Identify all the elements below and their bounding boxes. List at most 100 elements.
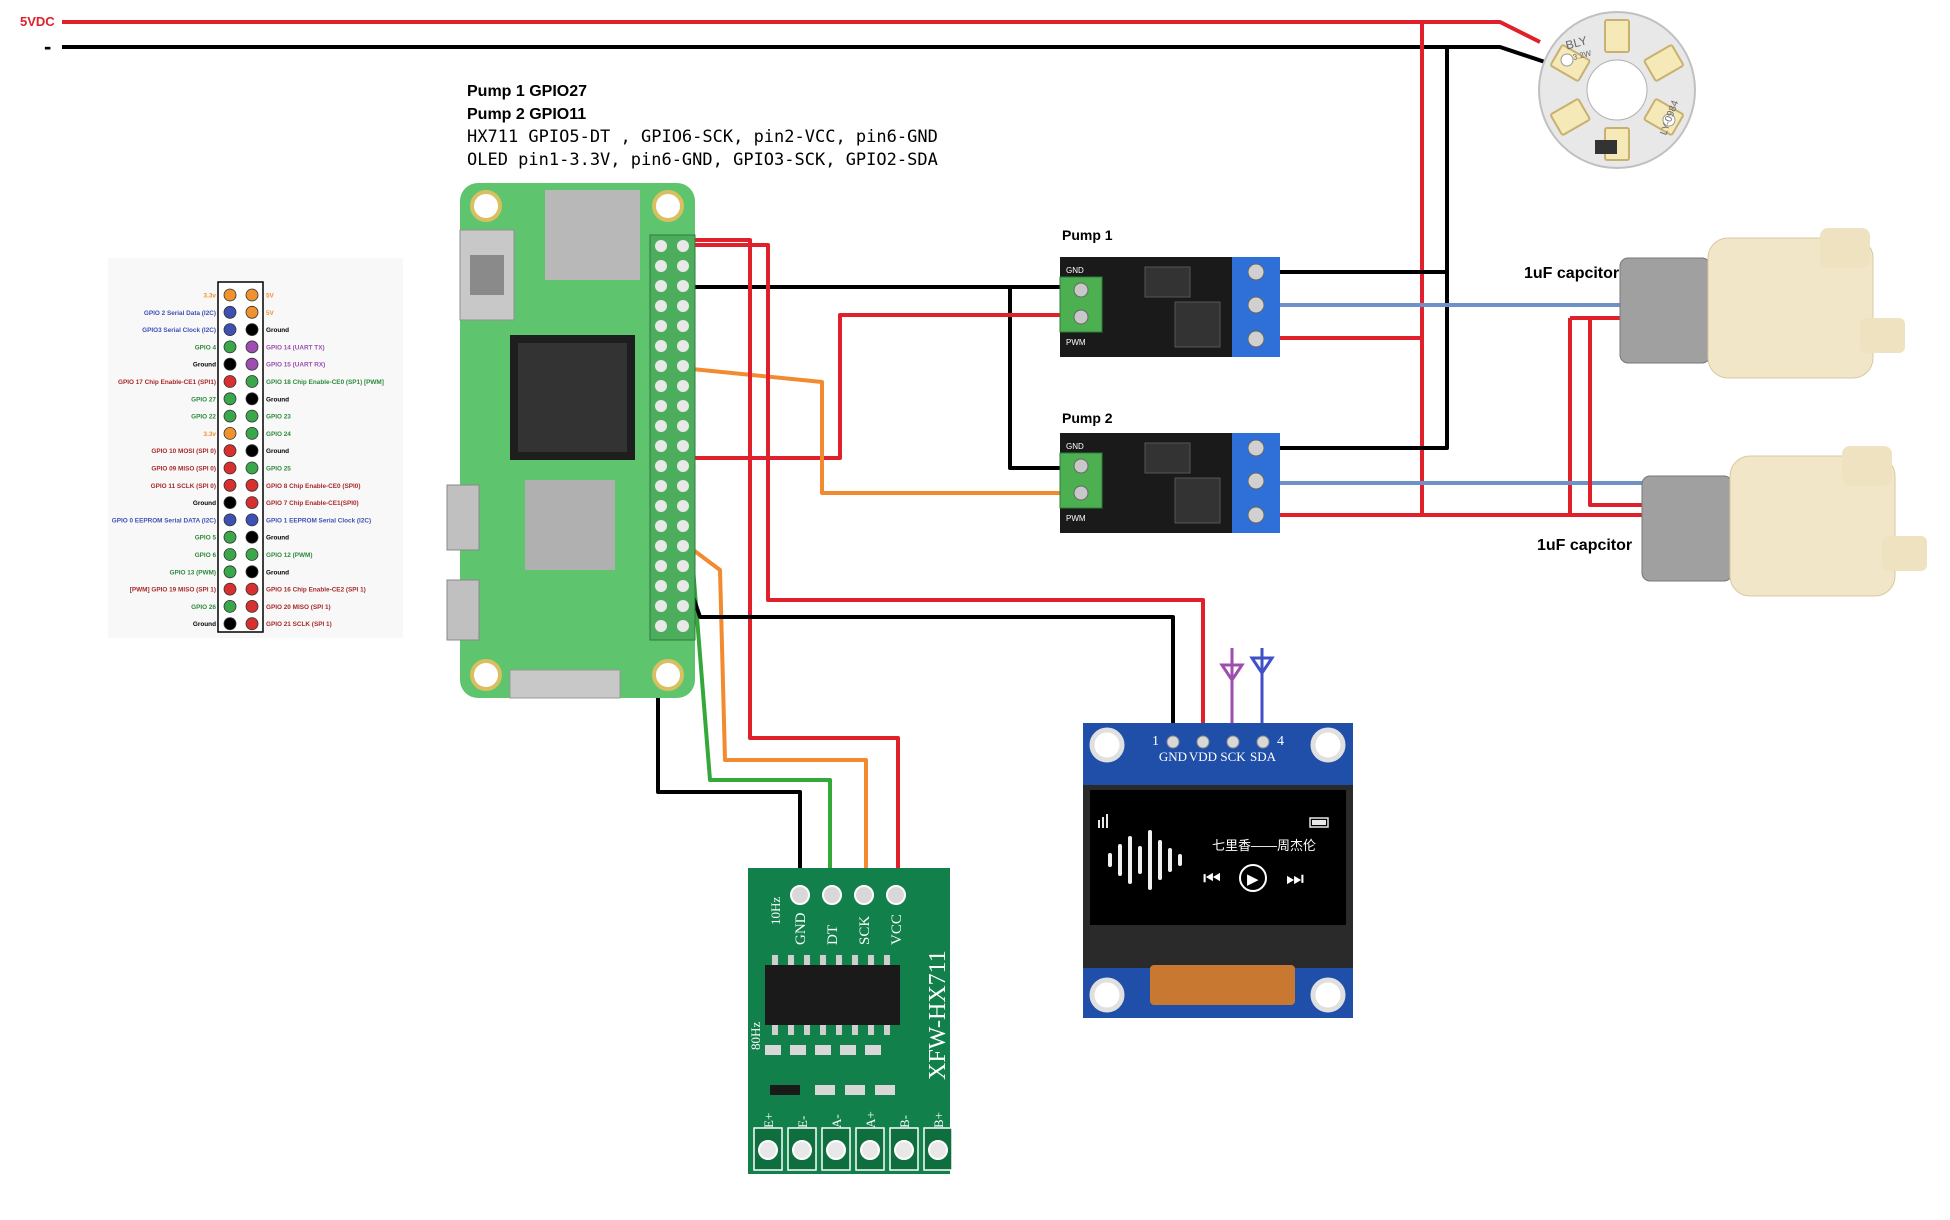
oled-pin-label: VDD <box>1189 749 1217 764</box>
pinout-pin-odd <box>223 323 237 337</box>
raspberry-pi-zero <box>446 183 696 699</box>
pi-header-pin <box>677 260 689 272</box>
oled-pin-gnd <box>1166 735 1180 749</box>
oled-pin-last: 4 <box>1277 734 1284 749</box>
pi-header-pin <box>677 520 689 532</box>
pinout-label-left: [PWM] GPIO 19 MISO (SPI 1) <box>130 587 216 594</box>
pi-header-pin <box>677 400 689 412</box>
wire-5v-rail <box>62 20 1541 44</box>
pi-header-pin <box>655 280 667 292</box>
driver-mosfet <box>1144 266 1191 298</box>
pinout-label-left: GPIO 2 Serial Data (I2C) <box>144 310 216 317</box>
hx-pin-bottom <box>894 1140 914 1160</box>
wire-gpio27-pwm1 <box>672 313 1065 460</box>
pinout-label-left: 3.3v <box>204 293 217 300</box>
pinout-pin-odd <box>223 357 237 371</box>
pi-header-pin <box>677 560 689 572</box>
pinout-pin-even <box>245 617 259 631</box>
pinout-label-right: GPIO 8 Chip Enable-CE0 (SPI0) <box>266 483 360 490</box>
oled-pin-sck <box>1226 735 1240 749</box>
pinout-pin-even <box>245 392 259 406</box>
oled-song-title: 七里香——周杰伦 <box>1212 838 1316 853</box>
pi-header-pin <box>677 500 689 512</box>
oled-pin-label: SDA <box>1250 749 1277 764</box>
oled-pin-first: 1 <box>1152 734 1159 749</box>
pinout-label-right: Ground <box>266 448 289 455</box>
wire-pi-gnd-drivers <box>672 285 1065 470</box>
pinout-label-right: 5V <box>266 310 275 317</box>
pinout-pin-even <box>245 565 259 579</box>
pinout-pin-even <box>245 513 259 527</box>
pinout-label-right: GPIO 21 SCLK (SPI 1) <box>266 621 332 628</box>
pi-header-pin <box>677 540 689 552</box>
pinout-label-left: Ground <box>193 621 216 628</box>
hx-bottom-pin-label: B+ <box>931 1112 946 1128</box>
hx-rate-10: 10Hz <box>768 897 783 925</box>
pi-header-pin <box>655 360 667 372</box>
pi-header-pin <box>655 240 667 252</box>
pinout-pin-odd <box>223 617 237 631</box>
note-pump2: Pump 2 GPIO11 <box>467 106 586 123</box>
pinout-label-right: GPIO 12 (PWM) <box>266 552 313 559</box>
wire-neg-rail <box>62 45 1546 64</box>
pinout-label-left: GPIO 6 <box>195 552 217 559</box>
wire-gpio11-pwm2 <box>671 365 1065 495</box>
pi-header-pin <box>655 500 667 512</box>
pinout-pin-odd <box>223 548 237 561</box>
pi-header-pin <box>677 300 689 312</box>
pinout-label-left: GPIO3 Serial Clock (I2C) <box>142 327 216 334</box>
wire-neg-drop <box>1262 47 1449 450</box>
pinout-pin-even <box>245 530 259 544</box>
pi-header-pin <box>655 540 667 552</box>
hx-pin-sck <box>854 885 874 905</box>
pinout-pin-even <box>245 461 259 475</box>
rail-negative-label: - <box>44 34 51 59</box>
pi-header-pin <box>655 620 667 632</box>
pinout-pin-even <box>245 357 259 371</box>
pi-header-pin <box>677 420 689 432</box>
pi-header-pin <box>655 340 667 352</box>
pi-header-pin <box>677 460 689 472</box>
pump-2 <box>1641 446 1927 597</box>
capacitor-1-label: 1uF capcitor <box>1524 265 1619 282</box>
pi-header-pin <box>655 520 667 532</box>
pinout-label-right: Ground <box>266 396 289 403</box>
capacitor-2-label: 1uF capcitor <box>1537 537 1632 554</box>
pinout-pin-odd <box>223 478 237 492</box>
hx-top-pin-label: GND <box>793 912 809 945</box>
wire-oled-gnd <box>682 569 1175 737</box>
pinout-label-right: GPIO 16 Chip Enable-CE2 (SPI 1) <box>266 587 366 594</box>
pi-gpio-pins <box>655 240 689 632</box>
pinout-label-left: GPIO 22 <box>191 414 216 421</box>
oled-signal-arrowheads <box>1219 656 1275 683</box>
pinout-label-left: GPIO 10 MOSI (SPI 0) <box>151 448 216 455</box>
oled-pin-sda <box>1256 735 1270 749</box>
pinout-pin-odd <box>223 600 237 613</box>
pinout-label-left: GPIO 27 <box>191 396 216 403</box>
pi-header-pin <box>655 480 667 492</box>
pi-header-pin <box>677 600 689 612</box>
driver-title: Pump 1 <box>1062 227 1113 243</box>
pi-header-pin <box>655 300 667 312</box>
pinout-pin-even <box>245 323 259 337</box>
hx-top-pin-label: VCC <box>889 914 905 945</box>
hx-bottom-pin-label: E- <box>795 1116 810 1128</box>
hx-rate-80: 80Hz <box>748 1022 763 1050</box>
pinout-pin-even <box>245 426 259 440</box>
oled-screen <box>1090 790 1346 925</box>
pinout-pin-even <box>245 340 259 354</box>
oled-pin-label: SCK <box>1220 749 1246 764</box>
pinout-label-left: GPIO 17 Chip Enable-CE1 (SPI1) <box>118 379 216 386</box>
pinout-label-left: GPIO 4 <box>195 344 217 351</box>
hx-pin-gnd <box>790 885 810 905</box>
pi-gpio-header <box>649 234 696 641</box>
pinout-pin-even <box>245 305 259 319</box>
pinout-pin-even <box>245 582 259 596</box>
pinout-pin-even <box>245 375 259 388</box>
pinout-pin-odd <box>223 461 237 475</box>
hx-pin-bottom <box>758 1140 778 1160</box>
pinout-label-left: GPIO 09 MISO (SPI 0) <box>151 466 216 473</box>
